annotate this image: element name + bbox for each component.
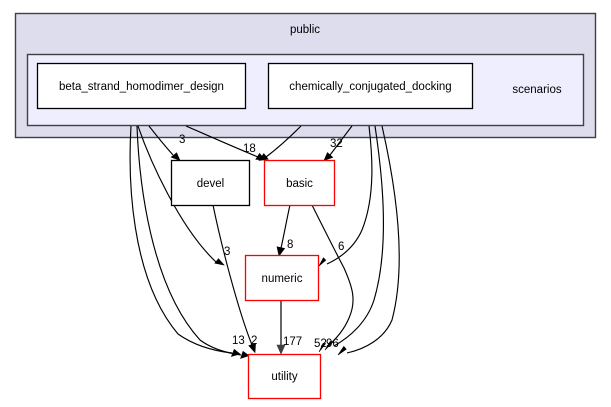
node-basic[interactable]: basic — [263, 159, 336, 207]
cluster-public-label: public — [290, 24, 320, 36]
edge-beta-to-utility-b: 2 — [136, 125, 257, 359]
edge-label-beta-devel: 3 — [179, 134, 185, 146]
edge-beta-to-utility-a: 13 — [129, 125, 245, 357]
edge-devel-to-utility — [212, 204, 256, 354]
node-utility[interactable]: utility — [247, 353, 322, 400]
node-label-utility: utility — [271, 371, 297, 383]
edge-label-basic-numeric: 8 — [287, 239, 293, 251]
edge-label-ccd-utility-b: 96 — [326, 338, 339, 350]
edge-label-ccd-utility-a: 52 — [314, 338, 327, 350]
edge-basic-to-numeric: 8 — [276, 204, 293, 257]
edge-ccd-to-numeric — [318, 125, 373, 267]
node-label-basic: basic — [286, 178, 313, 190]
edge-label-numeric-utility: 177 — [283, 336, 302, 348]
edge-ccd-to-utility-b: 96 — [326, 125, 400, 356]
edge-numeric-to-utility: 177 — [276, 300, 302, 355]
edge-basic-to-utility: 6 — [311, 204, 354, 353]
node-beta-strand-homodimer-design[interactable]: beta_strand_homodimer_design — [36, 62, 247, 110]
node-label-beta: beta_strand_homodimer_design — [59, 81, 224, 93]
node-numeric[interactable]: numeric — [244, 254, 320, 302]
cluster-scenarios-label: scenarios — [512, 84, 561, 96]
edge-label-basic-utility: 6 — [338, 241, 344, 253]
edge-label-beta-utility-a: 13 — [232, 335, 245, 347]
edge-ccd-to-basic — [258, 125, 302, 161]
edge-label-beta-basic: 18 — [243, 143, 256, 155]
node-label-devel: devel — [197, 178, 225, 190]
node-label-numeric: numeric — [262, 273, 303, 285]
node-chemically-conjugated-docking[interactable]: chemically_conjugated_docking — [267, 62, 474, 110]
edge-ccd-to-basic-32: 32 — [323, 125, 353, 162]
edge-label-ccd-basic: 32 — [330, 138, 343, 150]
edge-label-beta-numeric: 3 — [224, 246, 230, 258]
edge-beta-to-numeric: 3 — [137, 125, 230, 266]
node-label-ccd: chemically_conjugated_docking — [289, 81, 451, 93]
edge-beta-to-devel: 3 — [148, 125, 185, 162]
node-devel[interactable]: devel — [170, 159, 251, 207]
edge-label-beta-utility-b: 2 — [251, 335, 257, 347]
